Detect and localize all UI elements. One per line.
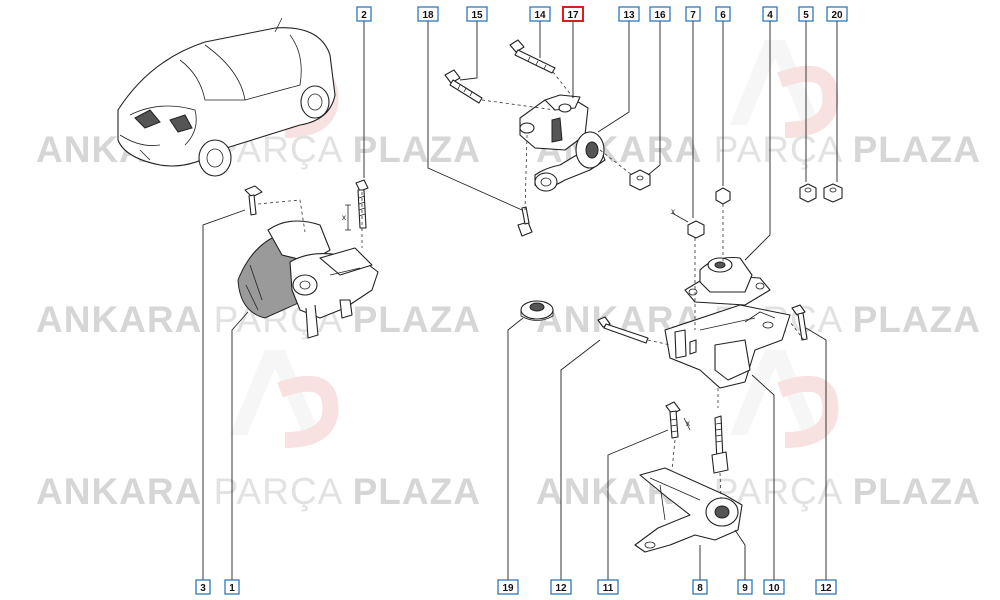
part-15-long-bolt (444, 69, 483, 104)
ap-logo-watermark (730, 350, 839, 448)
ap-logo-watermark (230, 350, 339, 448)
svg-text:4: 4 (767, 10, 773, 21)
watermark-word-plaza: PLAZA (853, 471, 981, 512)
svg-text:5: 5 (803, 10, 809, 21)
callout-13[interactable]: 13 (618, 6, 640, 22)
callout-9[interactable]: 9 (737, 579, 753, 595)
callout-4[interactable]: 4 (762, 6, 778, 22)
left-assembly-guide-lines: x (257, 192, 363, 248)
svg-text:14: 14 (534, 10, 546, 21)
svg-text:9: 9 (742, 583, 748, 594)
part-18-bolt (517, 206, 533, 237)
callout-15[interactable]: 15 (466, 6, 488, 22)
watermark-word-plaza: PLAZA (353, 471, 481, 512)
part-13-torque-rod (534, 131, 606, 192)
part-20-nut (823, 183, 843, 203)
watermark-word-ankara: ANKARA (36, 471, 202, 512)
watermark-word-plaza: PLAZA (353, 299, 481, 340)
callout-6[interactable]: 6 (715, 6, 731, 22)
svg-text:15: 15 (471, 10, 483, 21)
part-4-rubber-mount (684, 256, 771, 306)
part-8-support-arm (634, 467, 743, 553)
callout-11[interactable]: 11 (597, 579, 619, 595)
watermark-text: ANKARA PARÇA PLAZA ANKARA PARÇA PLAZA AN… (36, 129, 981, 512)
svg-text:8: 8 (697, 583, 703, 594)
dimension-x-label: x (686, 419, 690, 428)
part-1-engine-mount-assembly (237, 220, 379, 339)
watermark-word-plaza: PLAZA (853, 129, 981, 170)
part-14-long-bolt (509, 39, 556, 74)
ap-logo-watermark (730, 40, 839, 138)
svg-text:17: 17 (567, 10, 579, 21)
svg-text:ANKARA PARÇA PLAZA: ANKARA PARÇA PLAZA (36, 471, 481, 512)
watermark-word-parca: PARÇA (214, 471, 343, 512)
part-9-stud (711, 415, 729, 474)
callout-12[interactable]: 12 (550, 579, 572, 595)
svg-text:19: 19 (502, 583, 514, 594)
svg-text:11: 11 (603, 583, 614, 594)
watermark-word-ankara: ANKARA (36, 299, 202, 340)
dimension-x-label: x (342, 213, 346, 222)
callout-19[interactable]: 19 (497, 579, 519, 595)
part-3-mount-bolt (244, 185, 263, 216)
callout-20[interactable]: 20 (826, 6, 848, 22)
callout-7[interactable]: 7 (685, 6, 701, 22)
callout-5[interactable]: 5 (798, 6, 814, 22)
part-10-mount-bracket (664, 304, 791, 389)
svg-text:1: 1 (229, 583, 235, 594)
part-16-nut (629, 169, 651, 191)
watermark-word-plaza: PLAZA (853, 299, 981, 340)
svg-text:ANKARA PARÇA PLAZA: ANKARA PARÇA PLAZA (536, 471, 981, 512)
part-2-mount-stud-bolt (355, 179, 369, 229)
callout-16[interactable]: 16 (649, 6, 671, 22)
dimension-x-label: x (671, 207, 675, 216)
callout-18[interactable]: 18 (417, 6, 439, 22)
part-12-bolt-left (597, 316, 649, 344)
part-19-washer (520, 300, 554, 321)
part-11-bolt: x (665, 401, 691, 439)
part-12-bolt-right (791, 304, 808, 341)
callout-14[interactable]: 14 (529, 6, 551, 22)
svg-text:12: 12 (555, 583, 567, 594)
right-lower-guide-lines (671, 439, 722, 499)
watermark-word-parca: PARÇA (714, 129, 843, 170)
svg-text:7: 7 (690, 10, 696, 21)
part-5-nut (799, 183, 817, 203)
svg-text:3: 3 (200, 583, 206, 594)
svg-text:18: 18 (422, 10, 434, 21)
car-illustration (117, 17, 336, 177)
part-6-nut (715, 187, 731, 205)
callout-17-highlighted[interactable]: 17 (562, 6, 584, 22)
right-middle-guide-lines (647, 204, 805, 408)
leader-lines (202, 21, 838, 580)
svg-text:13: 13 (623, 10, 635, 21)
svg-text:20: 20 (831, 10, 843, 21)
part-17-torque-rod-bracket (519, 94, 589, 151)
svg-text:6: 6 (720, 10, 726, 21)
svg-text:10: 10 (768, 583, 780, 594)
callout-8[interactable]: 8 (692, 579, 708, 595)
upper-center-guide-lines (481, 71, 633, 211)
callout-3[interactable]: 3 (195, 579, 211, 595)
svg-text:16: 16 (654, 10, 666, 21)
watermark-word-plaza: PLAZA (353, 129, 481, 170)
callout-10[interactable]: 10 (763, 579, 785, 595)
callout-12[interactable]: 12 (815, 579, 837, 595)
svg-text:12: 12 (820, 583, 832, 594)
callout-1[interactable]: 1 (224, 579, 240, 595)
callouts: 2 18 15 14 17 13 16 7 6 4 5 20 3 1 19 12… (195, 6, 848, 595)
part-7-nut: x (671, 207, 705, 239)
svg-text:2: 2 (361, 10, 367, 21)
callout-2[interactable]: 2 (356, 6, 372, 22)
